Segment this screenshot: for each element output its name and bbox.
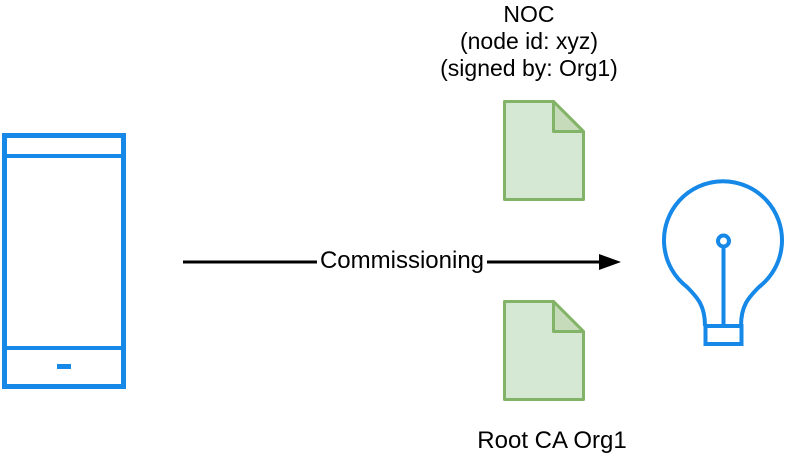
lightbulb-icon (662, 179, 784, 346)
document-fold-corner (552, 300, 585, 333)
noc-certificate-caption: NOC (node id: xyz) (signed by: Org1) (440, 1, 618, 82)
noc-node-id: (node id: xyz) (459, 28, 599, 54)
root-ca-document-icon (503, 300, 585, 401)
commissioning-arrow-label: Commissioning (316, 247, 488, 275)
document-fold-corner (552, 100, 585, 133)
arrowhead (599, 254, 621, 270)
home-button-dash (57, 364, 71, 369)
noc-document-icon (503, 100, 585, 201)
bulb-base (703, 324, 744, 346)
root-ca-caption: Root CA Org1 (477, 427, 627, 454)
noc-title: NOC (503, 1, 555, 27)
smartphone-icon (2, 133, 126, 389)
bulb-filament-dot (716, 233, 731, 249)
noc-signed-by: (signed by: Org1) (440, 55, 618, 81)
